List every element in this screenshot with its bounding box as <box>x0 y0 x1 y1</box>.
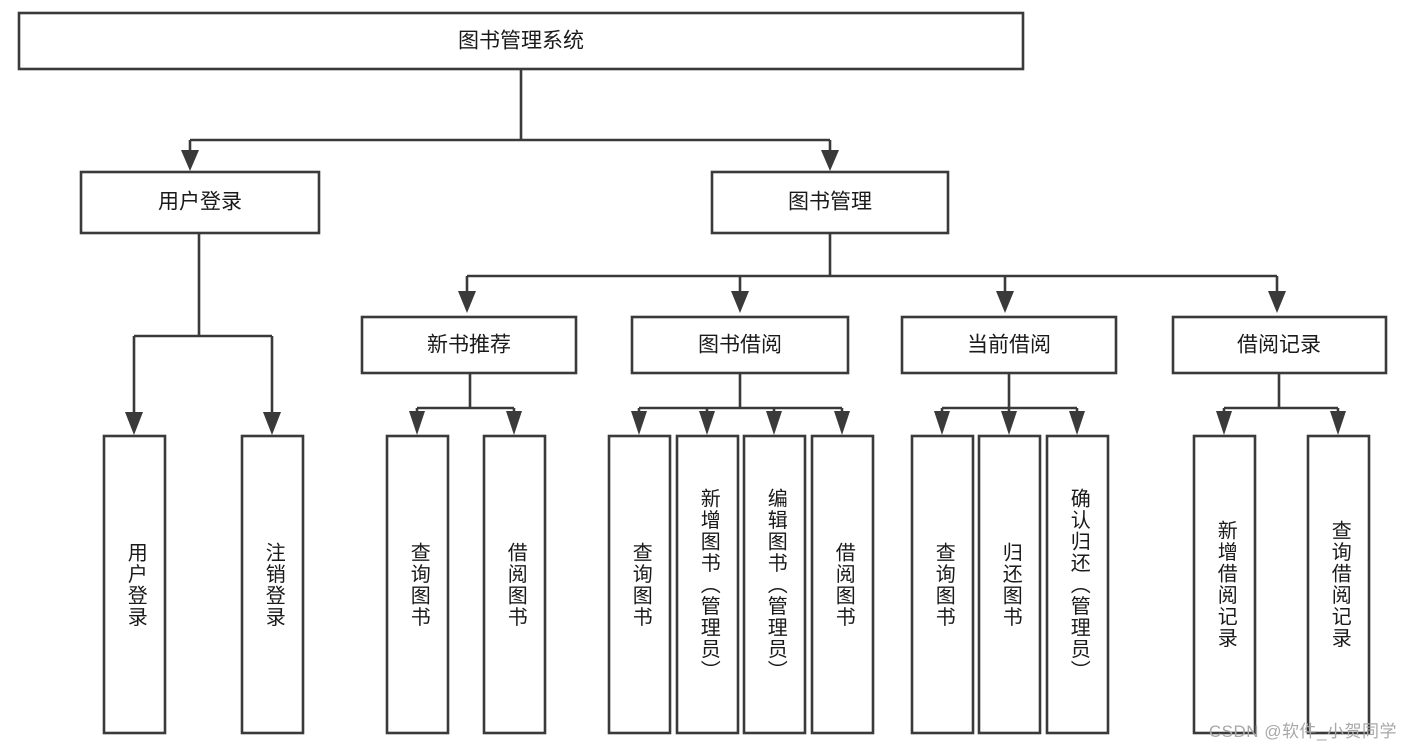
arrow-head-leaf-query-book-2 <box>631 411 647 435</box>
arrow-head-leaf-borrow-book-2 <box>834 411 850 435</box>
node-new-book-recommend-label: 新书推荐 <box>427 334 511 357</box>
node-user-login-box[interactable] <box>79 170 321 235</box>
node-book-management[interactable]: 图书管理 <box>710 170 950 235</box>
arrow-head-leaf-query-book-1 <box>409 411 425 435</box>
node-leaf-borrow-book-1-box[interactable] <box>482 434 547 735</box>
node-leaf-return-book-box[interactable] <box>977 434 1042 735</box>
node-current-borrow-label: 当前借阅 <box>967 334 1051 357</box>
arrow-head-leaf-edit-book <box>766 411 782 435</box>
arrow-head-leaf-add-book <box>699 411 715 435</box>
node-leaf-query-book-3-box[interactable] <box>910 434 975 735</box>
node-borrow-record-label: 借阅记录 <box>1237 334 1321 357</box>
node-book-management-box[interactable] <box>710 170 950 235</box>
node-leaf-borrow-book-2-box[interactable] <box>810 434 875 735</box>
node-leaf-confirm-return-box[interactable] <box>1045 434 1110 735</box>
node-leaf-query-record-box[interactable] <box>1306 434 1371 735</box>
node-leaf-user-login-box[interactable] <box>102 434 167 735</box>
node-leaf-logout-box[interactable] <box>240 434 305 735</box>
arrow-head-leaf-query-record <box>1330 411 1346 435</box>
node-leaf-query-book-2-box[interactable] <box>607 434 672 735</box>
watermark-text: CSDN @软件_小贺同学 <box>1208 722 1397 741</box>
arrow-head-new-book-recommend <box>458 291 476 313</box>
arrow-head-leaf-user-login <box>125 412 143 435</box>
node-new-book-recommend-box[interactable] <box>360 315 578 375</box>
arrow-head-user-login <box>181 150 199 171</box>
arrow-head-borrow-record <box>1268 291 1286 313</box>
node-root-box[interactable] <box>17 11 1025 71</box>
node-book-borrow-box[interactable] <box>630 315 850 375</box>
leaf-box-group <box>102 434 1371 735</box>
node-user-login-label: 用户登录 <box>158 191 242 214</box>
arrow-head-book-borrow <box>731 291 749 313</box>
node-borrow-record[interactable]: 借阅记录 <box>1171 315 1388 375</box>
node-root[interactable]: 图书管理系统 <box>17 11 1025 71</box>
node-current-borrow[interactable]: 当前借阅 <box>900 315 1118 375</box>
node-leaf-edit-book-box[interactable] <box>742 434 807 735</box>
arrow-head-book-management <box>821 150 839 171</box>
node-borrow-record-box[interactable] <box>1171 315 1388 375</box>
node-leaf-add-book-box[interactable] <box>675 434 740 735</box>
node-root-label: 图书管理系统 <box>458 30 584 53</box>
node-user-login[interactable]: 用户登录 <box>79 170 321 235</box>
arrow-head-current-borrow <box>996 291 1014 313</box>
arrow-head-leaf-borrow-book-1 <box>506 411 522 435</box>
node-current-borrow-box[interactable] <box>900 315 1118 375</box>
arrow-head-leaf-confirm-return <box>1069 411 1085 435</box>
connector-group <box>125 69 1346 435</box>
node-leaf-add-record-box[interactable] <box>1192 434 1257 735</box>
node-book-borrow-label: 图书借阅 <box>698 334 782 357</box>
node-new-book-recommend[interactable]: 新书推荐 <box>360 315 578 375</box>
node-book-borrow[interactable]: 图书借阅 <box>630 315 850 375</box>
node-book-management-label: 图书管理 <box>788 191 872 214</box>
arrow-head-leaf-return-book <box>1001 411 1017 435</box>
arrow-head-leaf-logout <box>263 412 281 435</box>
arrow-head-leaf-add-record <box>1216 411 1232 435</box>
node-leaf-query-book-1-box[interactable] <box>385 434 450 735</box>
arrow-head-leaf-query-book-3 <box>934 411 950 435</box>
